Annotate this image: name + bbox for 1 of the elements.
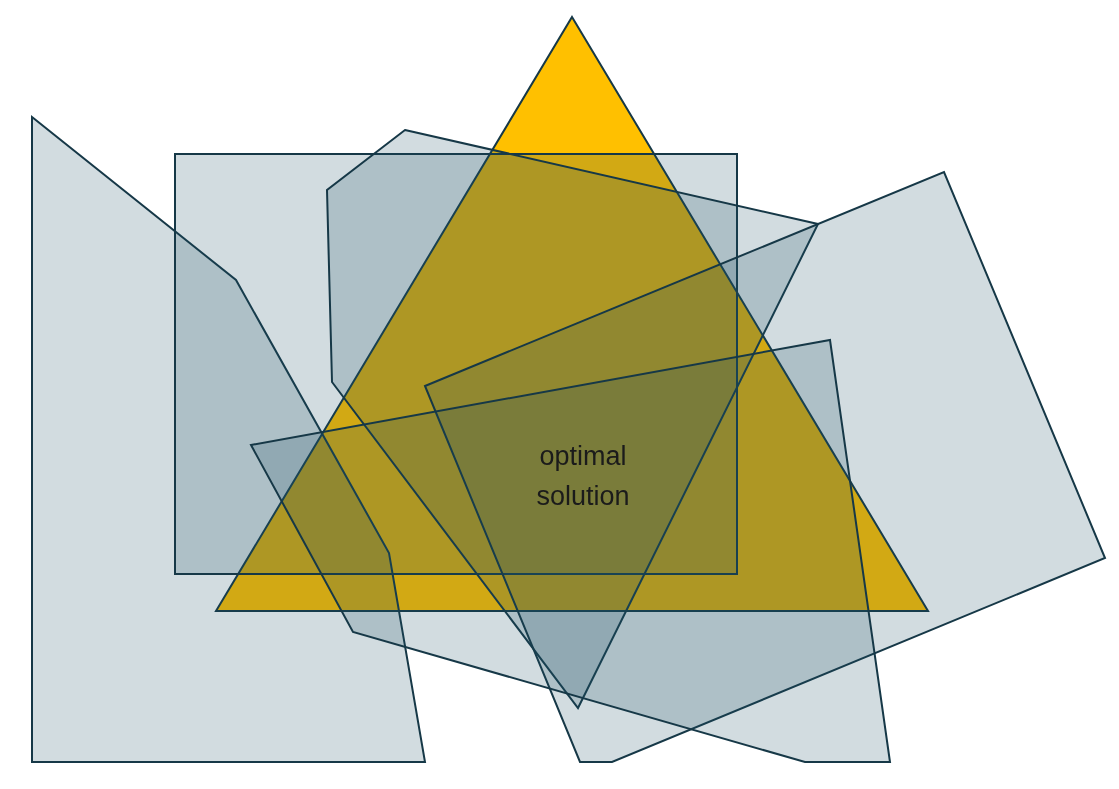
- region-label: optimal solution: [535, 440, 631, 513]
